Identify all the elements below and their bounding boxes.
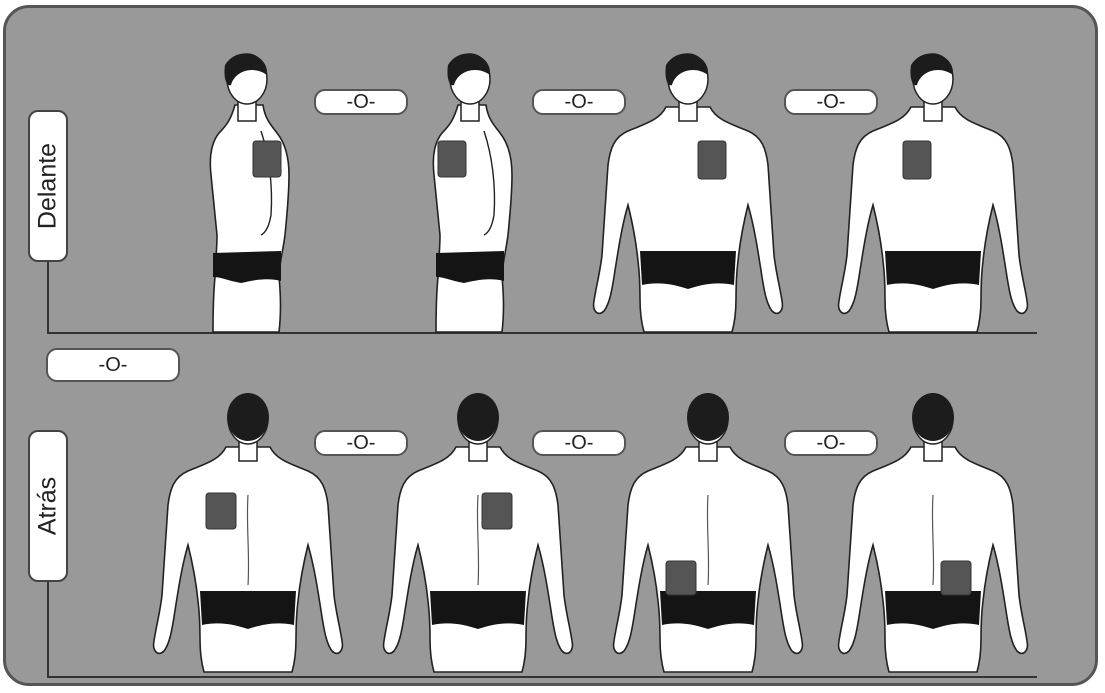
separator-between-rows: -O- (46, 348, 180, 382)
underwear (213, 251, 281, 283)
figure-front-row-profile-left (195, 45, 305, 332)
back-row-baseline (47, 676, 1037, 678)
underwear (885, 251, 981, 289)
hair (457, 393, 499, 441)
patch-marker (698, 141, 726, 179)
patch-marker (666, 561, 696, 595)
body-outline (594, 107, 783, 332)
body-outline (839, 107, 1028, 332)
separator-front-1: -O- (314, 89, 408, 115)
figure-front-row-front-2 (833, 45, 1033, 332)
back-row-vertical-line (47, 582, 49, 678)
front-row-vertical-line (47, 262, 49, 334)
underwear (640, 251, 736, 289)
profile-group (433, 54, 512, 332)
underwear (885, 591, 981, 629)
figure-back-row-4 (833, 385, 1033, 676)
patch-marker (253, 141, 281, 177)
front-row-label: Delante (34, 143, 63, 229)
underwear (200, 591, 296, 629)
underwear (660, 591, 756, 629)
figure-back-row-2 (378, 385, 578, 676)
front-row-tag: Delante (28, 110, 68, 262)
patch-marker (482, 493, 512, 529)
figure-back-row-1 (148, 385, 348, 676)
back-row-label: Atrás (34, 477, 63, 535)
figure-back-row-3 (608, 385, 808, 676)
patch-marker (903, 141, 931, 179)
body-outline (210, 105, 289, 332)
underwear (436, 251, 504, 283)
figure-front-row-profile-right (418, 45, 528, 332)
hair (912, 393, 954, 441)
patch-marker (438, 141, 466, 177)
back-row-tag: Atrás (28, 430, 68, 582)
figure-front-row-front-1 (588, 45, 788, 332)
patch-marker (941, 561, 971, 595)
underwear (430, 591, 526, 629)
hair (687, 393, 729, 441)
body-outline (433, 105, 512, 332)
profile-group (210, 54, 289, 332)
hair (227, 393, 269, 441)
patch-marker (206, 493, 236, 529)
